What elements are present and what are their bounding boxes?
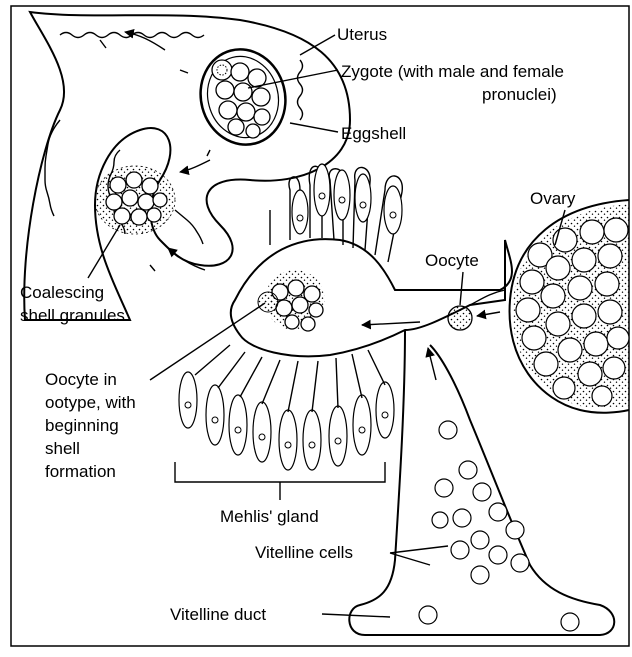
label-vitelline-duct: Vitelline duct (170, 605, 266, 624)
mehlis-gland-lower (175, 345, 394, 500)
coalescing-egg (95, 166, 175, 234)
label-mehlis-gland: Mehlis' gland (220, 507, 319, 526)
label-ootype-line3: beginning (45, 416, 119, 435)
label-ootype-line1: Oocyte in (45, 370, 117, 389)
label-coalescing-line1: Coalescing (20, 283, 104, 302)
label-ootype-line2: ootype, with (45, 393, 136, 412)
label-zygote-line2: pronuclei) (482, 85, 557, 104)
label-uterus: Uterus (337, 25, 387, 44)
label-eggshell: Eggshell (341, 124, 406, 143)
free-oocyte (448, 306, 500, 330)
label-oocyte: Oocyte (425, 251, 479, 270)
label-ootype-line4: shell (45, 439, 80, 458)
label-vitelline-cells: Vitelline cells (255, 543, 353, 562)
egg-zygote (190, 40, 296, 154)
leader-lines (88, 35, 565, 617)
label-zygote-line1: Zygote (with male and female (341, 62, 564, 81)
mehlis-gland-upper (270, 164, 402, 262)
label-coalescing-line2: shell granules (20, 306, 125, 325)
ovary (470, 200, 629, 413)
label-ovary: Ovary (530, 189, 576, 208)
label-ootype-line5: formation (45, 462, 116, 481)
